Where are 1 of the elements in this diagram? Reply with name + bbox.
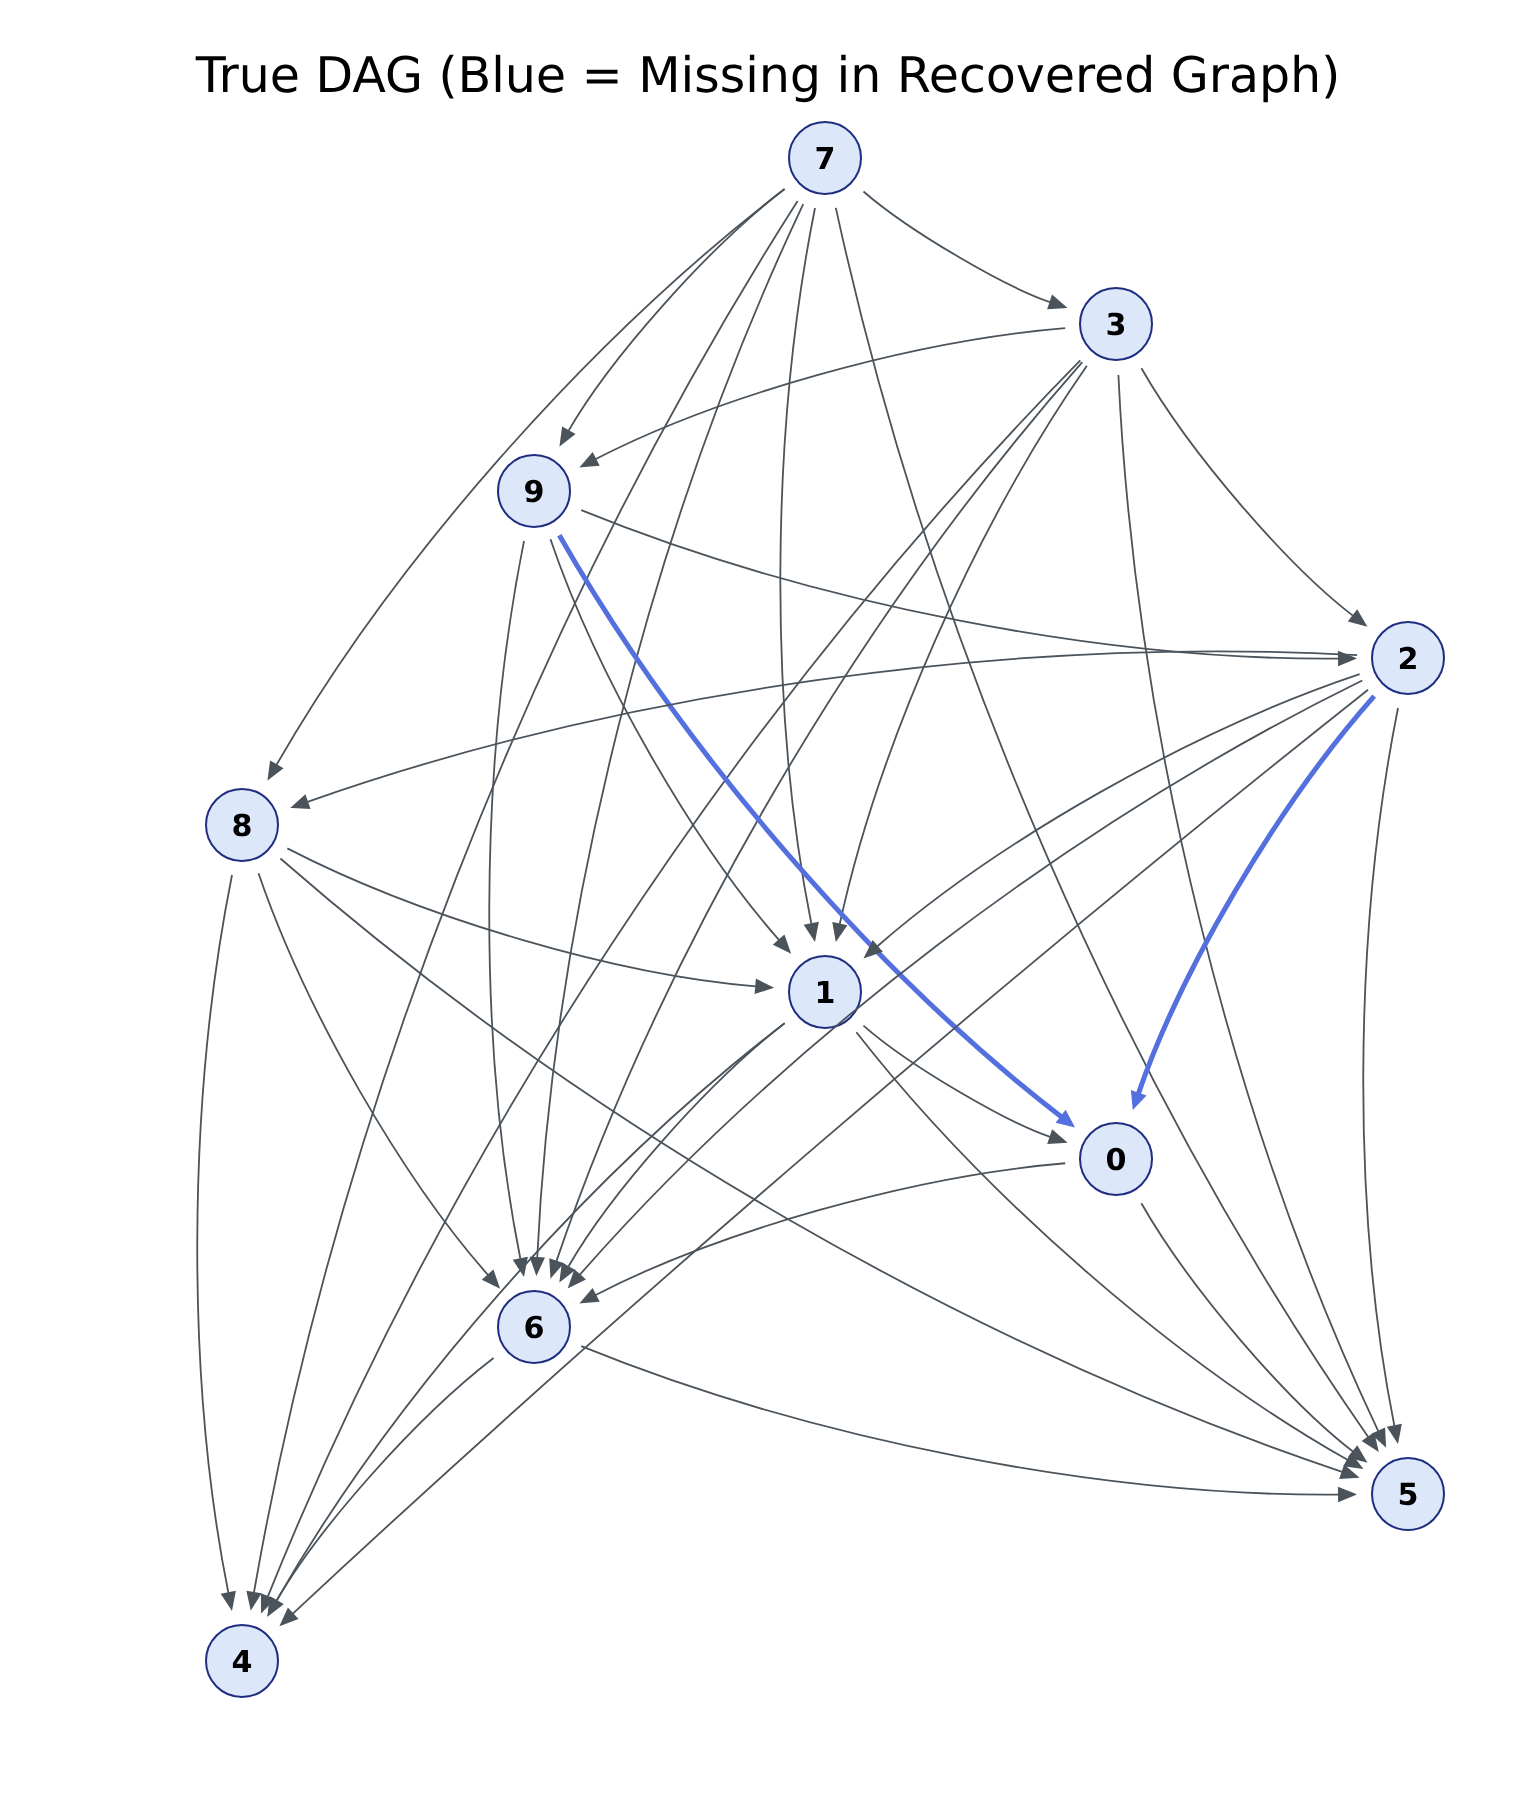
title: True DAG (Blue = Missing in Recovered Graph) [195,54,1337,103]
